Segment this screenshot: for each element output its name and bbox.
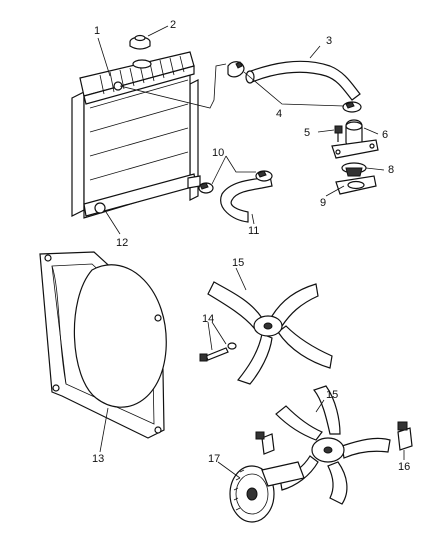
- housing-bolt: [334, 125, 343, 142]
- fan-shroud: [39, 251, 167, 439]
- callout-10: 10: [212, 147, 224, 159]
- overflow-tube: [119, 63, 227, 109]
- callout-1: 1: [94, 25, 100, 37]
- callout-14: 14: [202, 313, 214, 325]
- small-bolt: [255, 431, 275, 455]
- hose-clamp-10a: [255, 170, 273, 182]
- radiator-cap: [129, 34, 151, 50]
- callout-9: 9: [320, 197, 326, 209]
- fan-upper: [207, 281, 333, 385]
- callout-13: 13: [92, 453, 104, 465]
- radiator: [71, 51, 201, 219]
- fan-clutch-bolt: [397, 421, 413, 451]
- callout-15-lower: 15: [326, 389, 338, 401]
- callout-3: 3: [326, 35, 332, 47]
- fan-bolt-upper: [199, 342, 237, 362]
- upper-hose: [245, 60, 361, 101]
- hose-clamp-upper: [227, 61, 245, 78]
- gasket: [335, 175, 377, 195]
- callout-4: 4: [276, 108, 282, 120]
- callout-6: 6: [382, 129, 388, 141]
- thermostat-housing: [331, 119, 379, 159]
- fan-lower: [275, 385, 391, 505]
- callout-17: 17: [208, 453, 220, 465]
- callout-11: 11: [248, 225, 259, 237]
- callout-labels: 1 2 3 4 5 6 8 9 10 11 12 13 14 15 15 16 …: [92, 19, 410, 473]
- callout-8: 8: [388, 164, 394, 176]
- callout-15-upper: 15: [232, 257, 244, 269]
- hose-clamp-10b: [198, 182, 214, 194]
- callout-12: 12: [116, 237, 128, 249]
- hose-clamp-lower: [342, 101, 362, 113]
- callout-5: 5: [304, 127, 310, 139]
- callout-16: 16: [398, 461, 410, 473]
- leader-lines: [97, 25, 405, 479]
- fan-clutch: [229, 461, 305, 523]
- callout-2: 2: [170, 19, 176, 31]
- lower-hose: [220, 175, 273, 223]
- thermostat: [341, 162, 367, 177]
